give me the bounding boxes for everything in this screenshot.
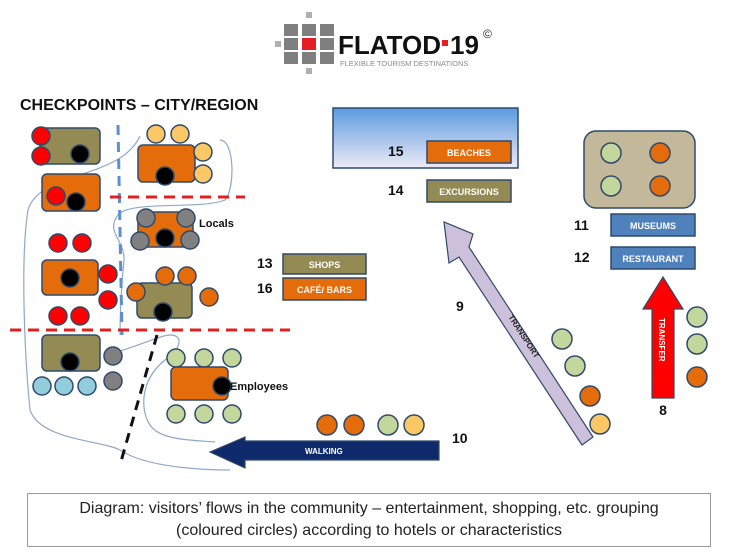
arrow-left-icon [208, 436, 440, 469]
destination-restaurant: 12 RESTAURANT [574, 246, 696, 270]
destination-cafe-bars: 16 CAFÉ/ BARS [257, 277, 367, 301]
transfer-number: 8 [659, 402, 667, 418]
destination-museums: 11 MUSEUMS [574, 213, 696, 237]
beaches-number: 15 [388, 143, 404, 159]
logo-grid-icon [275, 12, 334, 74]
group-walking-visitors [316, 414, 425, 436]
group-red-olive [31, 126, 101, 166]
separator-black-diagonal [118, 334, 159, 466]
logo-tagline: FLEXIBLE TOURISM DESTINATIONS [340, 59, 468, 68]
group-yellow-orange [137, 124, 213, 186]
museums-label: MUSEUMS [630, 221, 676, 231]
logo-brand: FLATOD [338, 30, 441, 60]
beach-area: 15 BEACHES [332, 107, 519, 169]
page-title: CHECKPOINTS – CITY/REGION [20, 97, 258, 114]
group-red-orange-small [41, 173, 101, 212]
cafe-bars-number: 16 [257, 280, 273, 296]
transfer-label: TRANSFER [657, 318, 666, 362]
group-orange-olive [126, 266, 219, 322]
group-red-orange-large [41, 233, 118, 326]
locals-label: Locals [199, 218, 234, 230]
group-museum [583, 130, 696, 209]
diagram-caption: Diagram: visitors’ flows in the communit… [27, 493, 711, 547]
walking-label: WALKING [305, 447, 343, 456]
arrow-diagonal-icon [443, 221, 594, 446]
employees-label: Employees [230, 381, 288, 393]
caption-line-1: Diagram: visitors’ flows in the communit… [79, 500, 659, 517]
restaurant-label: RESTAURANT [622, 254, 684, 264]
logo-dot [442, 40, 448, 46]
restaurant-number: 12 [574, 249, 590, 265]
group-employees [166, 348, 242, 424]
destination-excursions: 14 EXCURSIONS [388, 179, 512, 203]
shops-number: 13 [257, 255, 273, 271]
group-transport-visitors [551, 328, 611, 435]
flatod-logo: FLATOD 19 © FLEXIBLE TOURISM DESTINATION… [275, 12, 492, 74]
excursions-number: 14 [388, 182, 404, 198]
walking-arrow: WALKING 10 [208, 430, 468, 469]
group-locals [130, 208, 200, 251]
separator-blue-vertical [116, 124, 124, 336]
museums-number: 11 [574, 217, 589, 233]
cafe-bars-label: CAFÉ/ BARS [297, 285, 352, 295]
copyright-icon: © [483, 27, 492, 41]
logo-number: 19 [450, 30, 479, 60]
shops-label: SHOPS [309, 260, 341, 270]
beaches-label: BEACHES [447, 148, 491, 158]
arrow-up-icon [641, 275, 685, 399]
group-transfer-visitors [686, 306, 708, 388]
destination-shops: 13 SHOPS [257, 253, 367, 275]
group-blue-olive [32, 334, 123, 396]
caption-line-2: (coloured circles) according to hotels o… [176, 522, 562, 539]
transfer-arrow: TRANSFER 8 [641, 275, 685, 418]
walking-number: 10 [452, 430, 468, 446]
excursions-label: EXCURSIONS [439, 187, 499, 197]
transport-number: 9 [456, 298, 464, 314]
